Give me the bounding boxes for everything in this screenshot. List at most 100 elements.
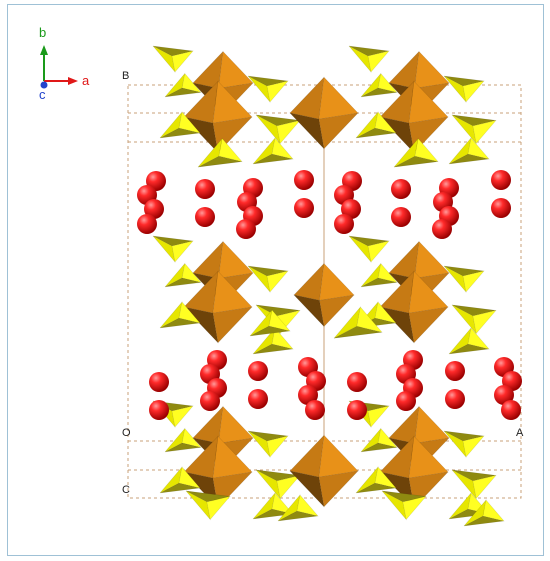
tetrahedron <box>451 304 497 335</box>
axis-a-label: a <box>82 73 90 88</box>
tetrahedron <box>277 493 319 522</box>
tetrahedron-face <box>178 111 201 134</box>
tetrahedron-face <box>374 301 397 324</box>
tetrahedron <box>355 465 397 494</box>
tetrahedron-face <box>374 466 397 489</box>
tetrahedron <box>451 114 497 145</box>
tetrahedron-face <box>482 499 505 522</box>
tetrahedron-face <box>255 114 281 145</box>
tetrahedron <box>451 469 497 500</box>
oxygen-sphere <box>347 400 367 420</box>
tetrahedron-face <box>377 72 398 93</box>
oxygen-sphere <box>491 170 511 190</box>
octahedron-face <box>293 294 325 328</box>
central-octahedron <box>289 76 359 150</box>
tetrahedron <box>249 308 291 337</box>
tetrahedron <box>348 235 390 264</box>
oxygen-sphere <box>491 198 511 218</box>
tetrahedron-face <box>462 270 485 293</box>
oxygen-sphere <box>195 207 215 227</box>
tetrahedron <box>333 305 383 339</box>
tetrahedron <box>159 300 201 329</box>
tetrahedron-face <box>266 80 289 103</box>
tetrahedron-face <box>472 474 497 500</box>
tetrahedron <box>355 110 397 139</box>
oxygen-sphere <box>341 199 361 219</box>
tetrahedron <box>252 491 294 520</box>
corner-label-c: C <box>122 484 130 496</box>
axis-c-label: c <box>39 87 46 102</box>
tetrahedron <box>360 427 398 453</box>
tetrahedron-face <box>367 405 390 428</box>
tetrahedron-face <box>402 495 427 521</box>
oxygen-sphere <box>432 219 452 239</box>
tetrahedron-face <box>451 304 477 335</box>
tetrahedron-face <box>185 490 211 521</box>
axis-b-label: b <box>39 25 46 40</box>
octahedron-face <box>414 240 450 279</box>
corner-label-b: B <box>122 70 129 82</box>
tetrahedron <box>448 136 490 165</box>
oxygen-sphere <box>149 372 169 392</box>
octahedron-face <box>318 112 359 150</box>
structure-viewport[interactable]: b a c B O A C <box>7 4 544 556</box>
oxygen-sphere <box>305 400 325 420</box>
tetrahedron-face <box>374 111 397 134</box>
oxygen-sphere <box>445 361 465 381</box>
oxygen-sphere <box>445 389 465 409</box>
tetrahedron-face <box>181 72 202 93</box>
tetrahedron-face <box>178 301 201 324</box>
oxygen-sphere-layer <box>137 170 522 420</box>
polyhedra-layer <box>152 45 505 527</box>
tetrahedron-face <box>197 137 223 168</box>
tetrahedron <box>152 235 194 264</box>
tetrahedron-face <box>276 474 301 500</box>
tetrahedron-face <box>178 466 201 489</box>
tetrahedron <box>247 430 289 459</box>
tetrahedron <box>443 430 485 459</box>
octahedron-face <box>414 405 450 444</box>
oxygen-sphere <box>137 214 157 234</box>
oxygen-sphere <box>294 170 314 190</box>
crystal-structure-canvas[interactable]: b a c B O A C <box>8 5 545 557</box>
tetrahedron-face <box>393 137 419 168</box>
axis-triad-icon: b a c <box>39 25 90 102</box>
tetrahedron-face <box>271 137 294 160</box>
tetrahedron <box>463 498 505 527</box>
octahedron-face <box>183 116 219 154</box>
tetrahedron <box>255 114 301 145</box>
corner-label-o: O <box>122 427 131 439</box>
tetrahedron-face <box>414 137 439 163</box>
tetrahedron <box>159 110 201 139</box>
oxygen-sphere <box>391 207 411 227</box>
tetrahedron-face <box>266 270 289 293</box>
tetrahedron-face <box>367 50 390 73</box>
tetrahedron <box>252 136 294 165</box>
tetrahedron <box>255 469 301 500</box>
octahedron-face <box>192 50 224 89</box>
tetrahedron-face <box>367 240 390 263</box>
central-octahedron <box>293 262 355 328</box>
tetrahedron-face <box>268 309 291 332</box>
octahedron-face <box>289 434 325 478</box>
oxygen-sphere <box>144 199 164 219</box>
tetrahedron-face <box>296 494 319 517</box>
tetrahedron <box>247 75 289 104</box>
tetrahedron <box>164 72 202 98</box>
tetrahedron-face <box>171 405 194 428</box>
tetrahedron-face <box>171 240 194 263</box>
oxygen-sphere <box>391 179 411 199</box>
tetrahedron <box>159 465 201 494</box>
oxygen-sphere <box>200 391 220 411</box>
tetrahedron <box>197 137 243 168</box>
oxygen-sphere <box>236 219 256 239</box>
tetrahedron-face <box>181 262 202 283</box>
tetrahedron <box>348 45 390 74</box>
oxygen-sphere <box>501 400 521 420</box>
oxygen-sphere <box>294 198 314 218</box>
tetrahedron <box>443 265 485 294</box>
octahedron-face <box>218 405 254 444</box>
tetrahedron-face <box>333 305 361 339</box>
tetrahedron-face <box>462 435 485 458</box>
octahedron-face <box>212 306 253 344</box>
